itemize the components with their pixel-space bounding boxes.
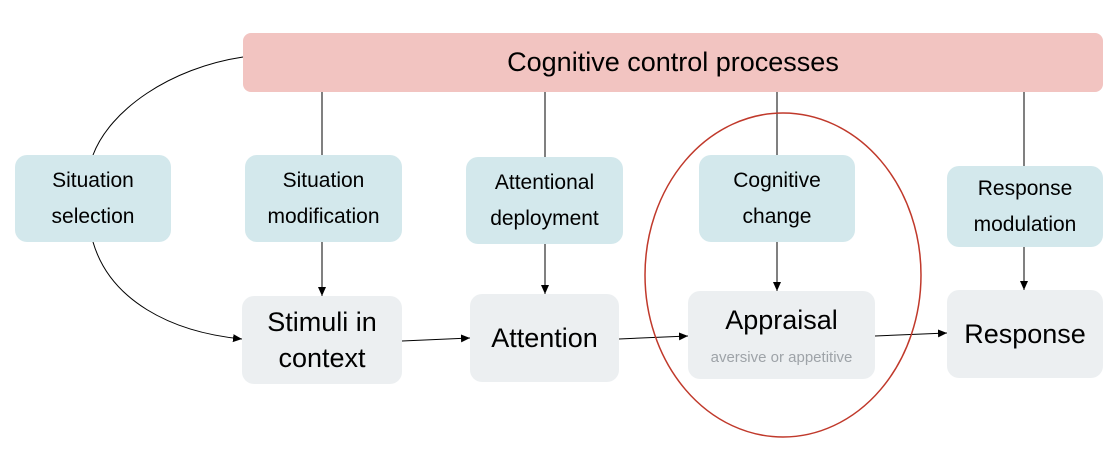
attention-box: Attention <box>470 294 619 382</box>
strategy-line1: Situation <box>52 168 134 192</box>
situation-selection-box: Situation selection <box>15 155 171 242</box>
strategy-line2: change <box>742 204 812 228</box>
attention-to-appraisal-arrow <box>618 332 689 341</box>
strategy-line1: Attentional <box>494 170 595 194</box>
appraisal-box: Appraisal aversive or appetitive <box>688 291 875 379</box>
strategy-line2: selection <box>51 204 135 228</box>
header-to-situation-selection-curve <box>92 56 244 156</box>
stage-label: Response <box>964 319 1086 349</box>
stage-label: Appraisal <box>725 305 838 335</box>
header-label: Cognitive control processes <box>507 47 839 77</box>
stimuli-to-attention-arrow <box>401 334 471 343</box>
strategy-line2: modification <box>267 204 380 228</box>
response-box: Response <box>947 290 1103 378</box>
attentional-deployment-box: Attentional deployment <box>466 157 623 244</box>
situation-modification-box: Situation modification <box>245 155 402 242</box>
highlight-ellipse <box>644 112 922 438</box>
stage-line1: Stimuli in <box>267 307 377 337</box>
stage-line2: context <box>278 343 366 373</box>
strategy-line1: Response <box>977 176 1073 200</box>
cognitive-change-box: Cognitive change <box>699 155 855 242</box>
stimuli-in-context-box: Stimuli in context <box>242 296 402 384</box>
strategy-line1: Cognitive <box>733 168 821 192</box>
cognitive-control-processes-box: Cognitive control processes <box>243 33 1103 92</box>
strategy-line1: Situation <box>282 168 365 192</box>
situation-selection-to-stimuli-curve <box>92 241 243 343</box>
stage-sublabel: aversive or appetitive <box>710 349 853 366</box>
strategy-line2: modulation <box>973 212 1077 236</box>
response-modulation-box: Response modulation <box>947 166 1103 247</box>
stage-label: Attention <box>491 323 598 353</box>
strategy-line2: deployment <box>490 206 599 230</box>
